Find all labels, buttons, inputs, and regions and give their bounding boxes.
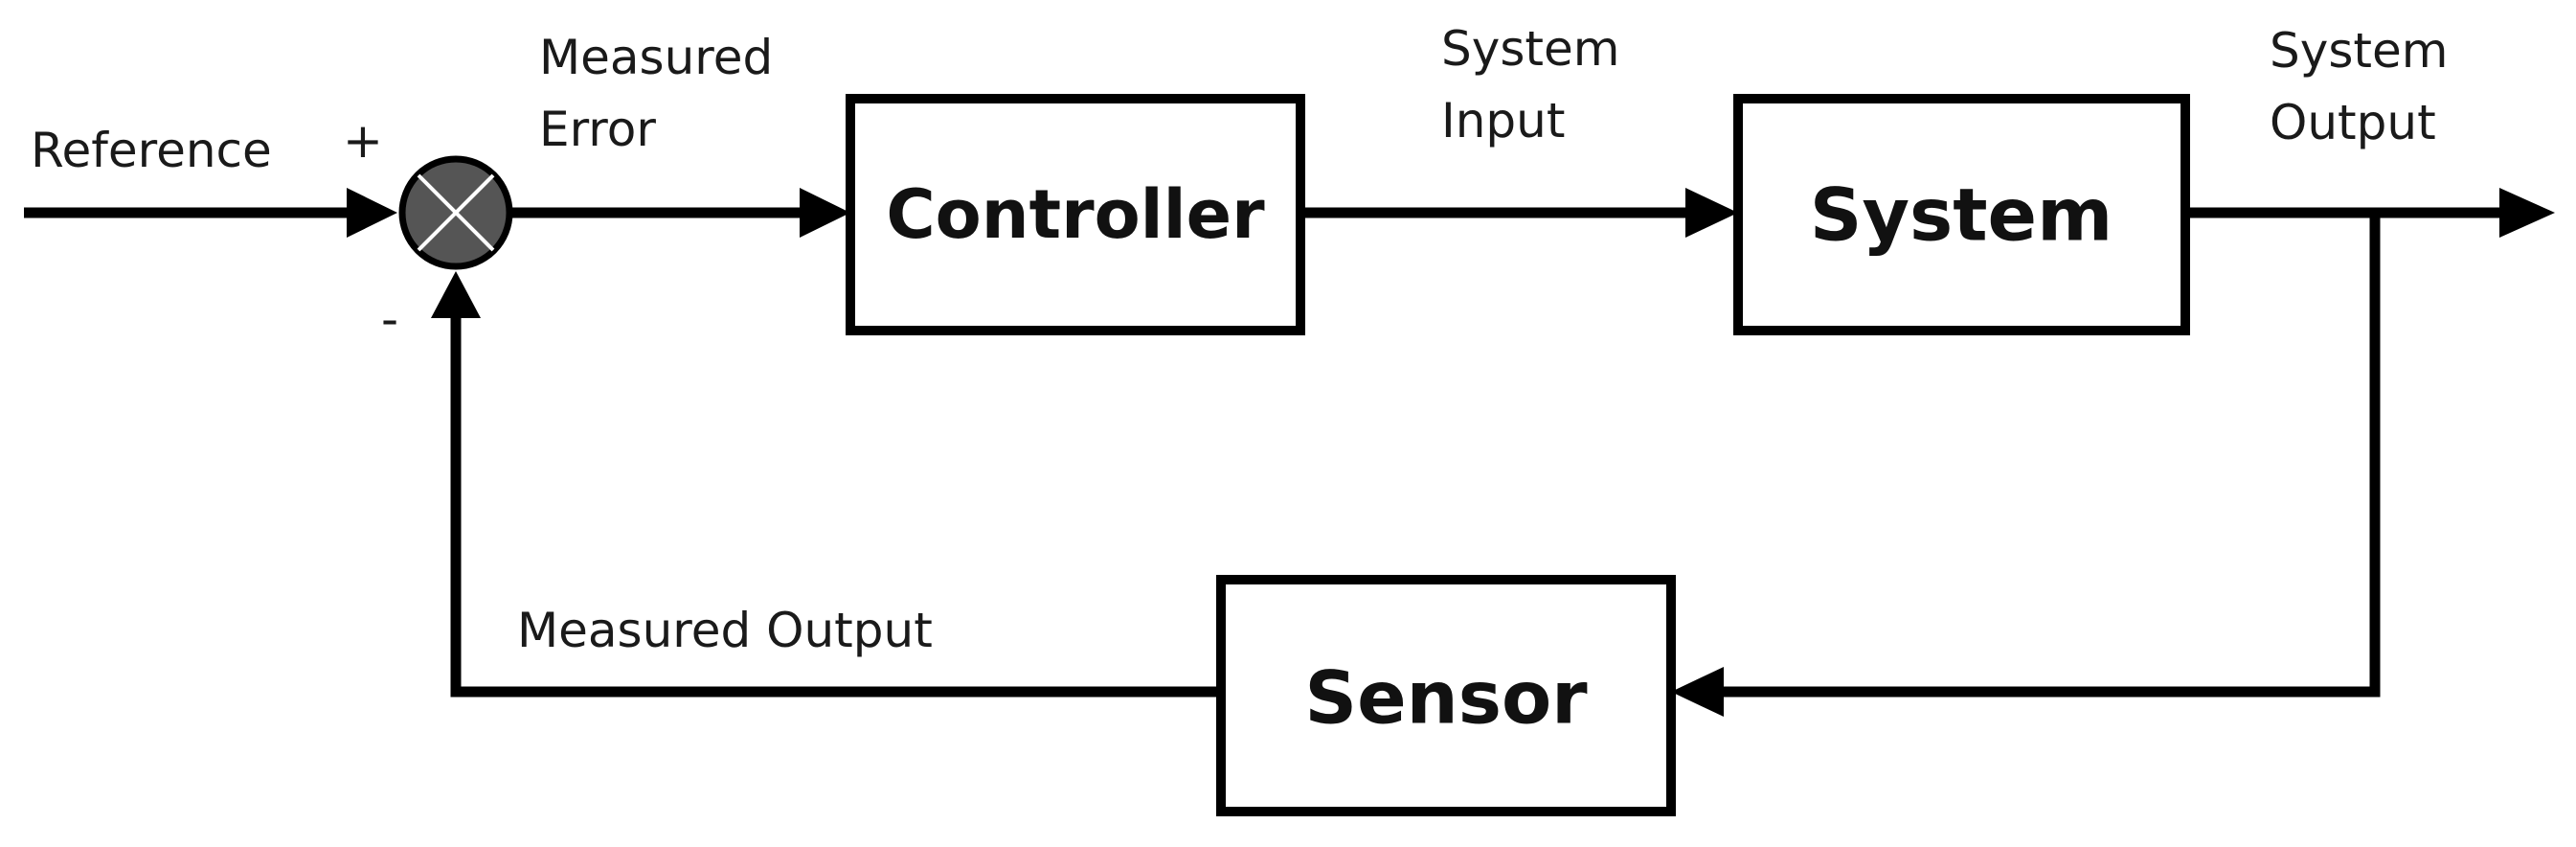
- measured-error-arrowhead: [800, 188, 850, 238]
- controller-block: Controller: [846, 94, 1305, 335]
- measured-error-label-line2: Error: [539, 102, 656, 157]
- system-input-arrowhead: [1685, 188, 1738, 238]
- reference-label: Reference: [31, 123, 272, 178]
- measured-error-label-line1: Measured: [539, 30, 773, 85]
- sensor-input-arrowhead: [1671, 667, 1724, 717]
- sensor-label: Sensor: [1304, 655, 1588, 741]
- system-output-label-line2: Output: [2270, 95, 2436, 150]
- plus-sign-label: +: [343, 113, 383, 169]
- measured-output-arrowhead: [431, 271, 481, 318]
- measured-output-line: [450, 311, 1221, 698]
- system-label: System: [1810, 172, 2113, 258]
- sensor-block: Sensor: [1216, 575, 1676, 816]
- system-block: System: [1733, 94, 2190, 335]
- system-output-label-line1: System: [2270, 23, 2448, 79]
- controller-label: Controller: [886, 175, 1265, 254]
- feedback-branch-line: [1719, 213, 2381, 698]
- minus-sign-label: -: [381, 291, 398, 347]
- summing-junction: [398, 155, 513, 270]
- system-input-label-line1: System: [1441, 21, 1619, 77]
- reference-arrowhead: [347, 188, 397, 238]
- system-input-label-line2: Input: [1441, 93, 1565, 149]
- system-output-arrowhead: [2499, 188, 2555, 238]
- measured-output-label: Measured Output: [517, 603, 933, 658]
